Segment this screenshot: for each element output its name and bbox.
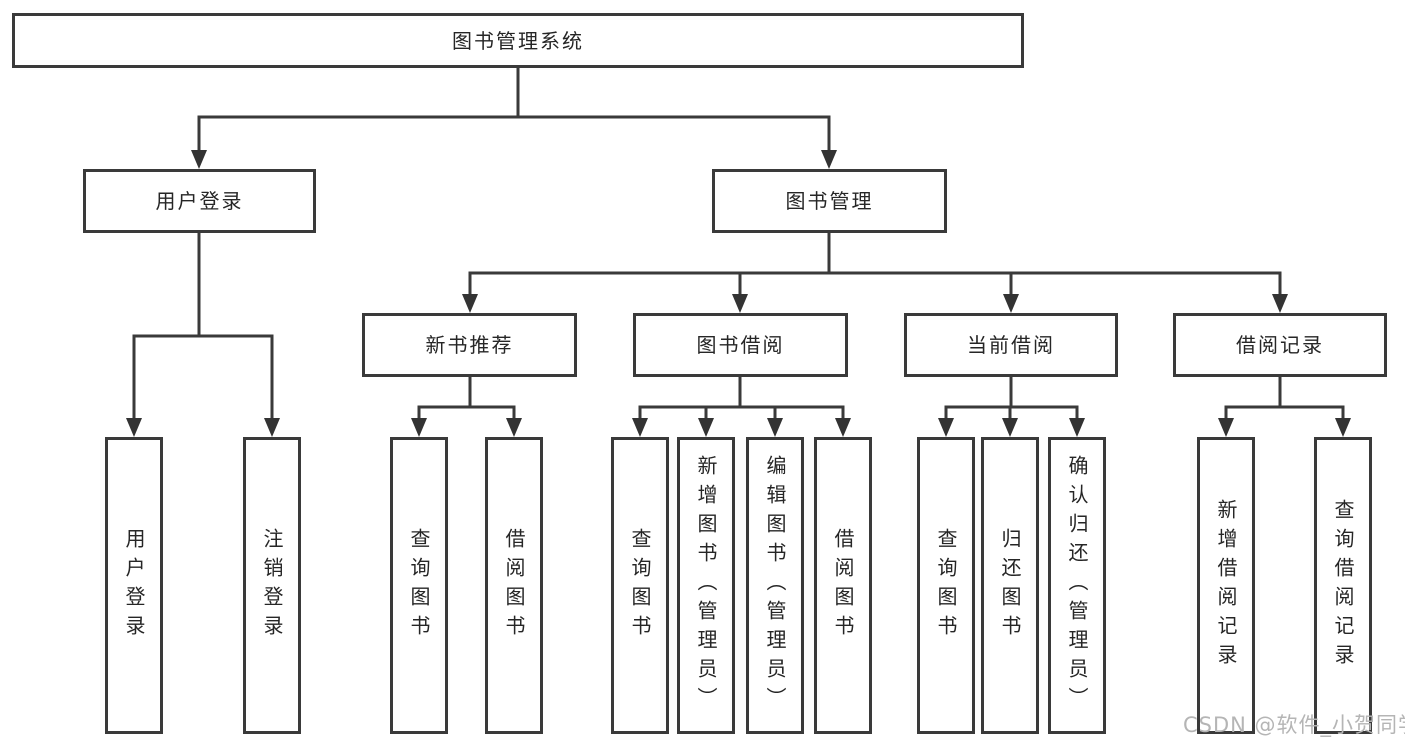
leaf-label: 新增借阅记录 [1214, 498, 1238, 673]
node-borrowing-records: 借阅记录 [1173, 313, 1387, 377]
leaf-query-books-current: 查询图书 [917, 437, 975, 734]
node-current-borrowing: 当前借阅 [904, 313, 1118, 377]
leaf-label: 查询图书 [407, 527, 431, 644]
leaf-label: 注销登录 [260, 527, 284, 644]
node-root-system: 图书管理系统 [12, 13, 1024, 68]
leaf-query-books-borrow: 查询图书 [611, 437, 669, 734]
leaf-label: 查询图书 [934, 527, 958, 644]
leaf-label: 借阅图书 [831, 527, 855, 644]
leaf-label: 用户登录 [122, 527, 146, 644]
node-book-management-module: 图书管理 [712, 169, 947, 233]
leaf-confirm-return-admin: 确认归还（管理员） [1048, 437, 1106, 734]
leaf-query-borrow-record: 查询借阅记录 [1314, 437, 1372, 734]
node-book-borrowing: 图书借阅 [633, 313, 848, 377]
node-user-login-module: 用户登录 [83, 169, 316, 233]
leaf-label: 编辑图书（管理员） [763, 455, 787, 716]
leaf-label: 确认归还（管理员） [1065, 455, 1089, 716]
csdn-watermark: CSDN @软件_小贺同学 [1183, 713, 1405, 737]
leaf-query-books-recommend: 查询图书 [390, 437, 448, 734]
leaf-label: 查询借阅记录 [1331, 498, 1355, 673]
leaf-label: 归还图书 [998, 527, 1022, 644]
leaf-label: 借阅图书 [502, 527, 526, 644]
leaf-return-books: 归还图书 [981, 437, 1039, 734]
leaf-label: 查询图书 [628, 527, 652, 644]
leaf-edit-books-admin: 编辑图书（管理员） [746, 437, 804, 734]
leaf-user-login: 用户登录 [105, 437, 163, 734]
node-new-book-recommend: 新书推荐 [362, 313, 577, 377]
arrowheads [126, 150, 1351, 437]
leaf-add-books-admin: 新增图书（管理员） [677, 437, 735, 734]
leaf-borrow-books: 借阅图书 [814, 437, 872, 734]
leaf-add-borrow-record: 新增借阅记录 [1197, 437, 1255, 734]
leaf-logout: 注销登录 [243, 437, 301, 734]
leaf-label: 新增图书（管理员） [694, 455, 718, 716]
leaf-borrow-books-recommend: 借阅图书 [485, 437, 543, 734]
